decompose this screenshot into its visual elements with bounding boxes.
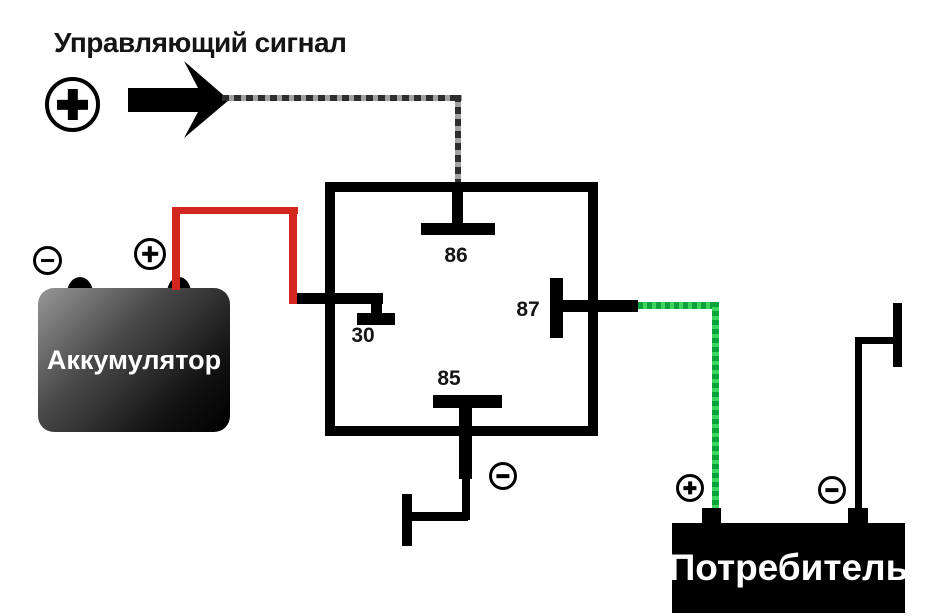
battery-label: Аккумулятор [46, 344, 222, 375]
consumer-label: Потребитель [668, 547, 909, 588]
control-wire-horizontal [222, 95, 462, 101]
power-wire-vertical-left [172, 207, 180, 290]
relay-terminal-86-pin [452, 190, 463, 229]
relay-terminal-87-bar [550, 278, 563, 338]
consumer-plus-icon [676, 474, 704, 502]
power-wire-vertical-right [289, 207, 297, 304]
battery-box: Аккумулятор [38, 288, 230, 432]
ground-85-terminal-bar [402, 494, 412, 546]
control-wire-vertical [455, 95, 461, 185]
relay-terminal-86-label: 86 [444, 244, 468, 267]
relay-terminal-87-wire [557, 300, 638, 312]
power-wire-horizontal [172, 207, 298, 214]
control-plus-icon [45, 77, 100, 132]
relay-terminal-85-pin [459, 405, 472, 479]
battery-plus-icon [134, 238, 166, 270]
consumer-positive-terminal [702, 508, 721, 524]
control-signal-label: Управляющий сигнал [54, 27, 347, 58]
relay-terminal-30-label: 30 [351, 324, 375, 347]
ground-wire-85-vertical [462, 478, 470, 520]
relay-terminal-86-bar [421, 223, 495, 235]
ground-wire-85-horizontal [408, 512, 468, 521]
load-wire-vertical [712, 302, 719, 510]
relay-terminal-85-label: 85 [437, 367, 461, 390]
relay-terminal-85-bar [433, 395, 502, 408]
consumer-minus-icon [818, 476, 846, 504]
consumer-box: Потребитель [669, 523, 908, 613]
relay-terminal-30-bar [357, 313, 395, 325]
consumer-ground-wire-horizontal [855, 337, 897, 344]
consumer-ground-terminal-bar [893, 303, 902, 367]
load-wire-horizontal [638, 302, 719, 309]
relay-terminal-30-wire [293, 293, 383, 304]
control-arrow-icon [128, 61, 229, 138]
relay-terminal-87-label: 87 [516, 298, 540, 321]
consumer-ground-wire-vertical [855, 337, 862, 523]
ground-85-minus-icon [489, 462, 517, 490]
battery-minus-icon [33, 246, 62, 275]
relay-terminal-30-step [371, 297, 382, 316]
